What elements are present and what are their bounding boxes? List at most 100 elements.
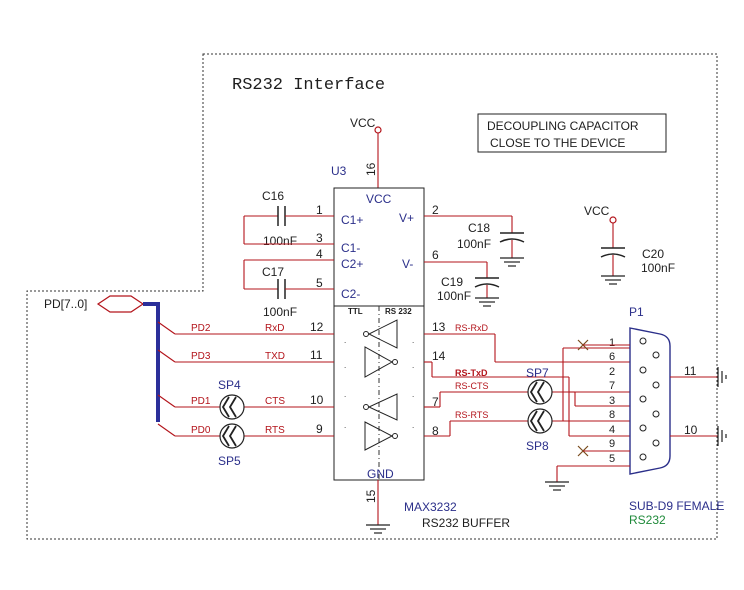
rs-rts-label: RS-RTS [455, 410, 488, 420]
u3-vcc-supply: VCC 16 [350, 116, 382, 188]
p1-pin-11: 11 [684, 364, 697, 378]
svg-text:.: . [344, 361, 346, 370]
pin-6-label: 6 [432, 248, 439, 262]
section-boundary [26, 53, 718, 540]
rts-label: RTS [265, 425, 285, 436]
p1-pin-2: 2 [609, 366, 615, 378]
u3-ref: U3 [331, 164, 347, 178]
c19-val: 100nF [437, 289, 471, 303]
pd1-label: PD1 [191, 396, 211, 407]
svg-text:.: . [344, 336, 346, 345]
c19-ref: C19 [441, 275, 463, 289]
c20-ref: C20 [642, 247, 664, 261]
net-rs-rts: RS-RTS 8 [424, 410, 630, 438]
c16-ref: C16 [262, 189, 284, 203]
txd-label: TXD [265, 351, 285, 362]
solder-pad-sp4: SP4 [218, 378, 245, 420]
capacitor-c18: C18 100nF [424, 215, 525, 267]
buffer-rts [364, 421, 398, 451]
pin-11-label: 11 [310, 348, 323, 362]
p1-pin-3: 3 [609, 395, 615, 407]
u3-rs232-label: RS 232 [385, 307, 412, 316]
u3-vcc-pin-label: VCC [366, 192, 392, 206]
net-rs-txd: RS-TxD 14 [424, 349, 630, 437]
vcc-label: VCC [350, 116, 376, 130]
net-rs-rxd: RS-RxD 13 [424, 320, 630, 363]
p1-ref: P1 [629, 305, 644, 319]
pin-5-label: 5 [316, 276, 323, 290]
p1-pin-9: 9 [609, 438, 615, 450]
u3-c1m-label: C1- [341, 241, 360, 255]
decoupling-note: DECOUPLING CAPACITOR CLOSE TO THE DEVICE [477, 113, 667, 153]
c17-val: 100nF [263, 305, 297, 319]
net-pd1-cts: PD1 CTS 10 [157, 393, 334, 408]
u3-vp-label: V+ [399, 211, 414, 225]
sp4-label: SP4 [218, 378, 241, 392]
sp5-label: SP5 [218, 454, 241, 468]
net-cross-cts-rts [562, 347, 630, 421]
pin-4-label: 4 [316, 247, 323, 261]
p1-desc: SUB-D9 FEMALE [629, 499, 724, 513]
pd0-label: PD0 [191, 425, 211, 436]
u3-part: MAX3232 [404, 500, 457, 514]
c18-ref: C18 [468, 221, 490, 235]
pin-13-label: 13 [432, 320, 446, 334]
u3-ttl-label: TTL [348, 307, 363, 316]
pin-3-label: 3 [316, 231, 323, 245]
u3-c1p-label: C1+ [341, 213, 363, 227]
cts-label: CTS [265, 396, 285, 407]
p1-pin-5: 5 [609, 453, 615, 465]
c16-val: 100nF [263, 234, 297, 248]
pin-7-label: 7 [432, 395, 439, 409]
rs-txd-label: RS-TxD [455, 368, 488, 378]
sp8-label: SP8 [526, 439, 549, 453]
capacitor-c17: C17 100nF [243, 259, 334, 319]
u3-gnd-label: GND [367, 467, 394, 481]
svg-text:.: . [412, 390, 414, 399]
p1-pin-10: 10 [684, 423, 698, 437]
pin-14-label: 14 [432, 349, 446, 363]
buffer-cts [363, 393, 398, 421]
note-line-2: CLOSE TO THE DEVICE [490, 136, 625, 150]
svg-text:.: . [412, 421, 414, 430]
svg-text:.: . [344, 390, 346, 399]
u3-vm-label: V- [402, 257, 413, 271]
pin-8-label: 8 [432, 424, 439, 438]
pd2-label: PD2 [191, 323, 211, 334]
c17-ref: C17 [262, 265, 284, 279]
p1-pin-4: 4 [609, 424, 615, 436]
pin-1-label: 1 [316, 203, 323, 217]
capacitor-c19: C19 100nF [424, 261, 500, 307]
pin-12-label: 12 [310, 320, 324, 334]
pd3-label: PD3 [191, 351, 211, 362]
capacitor-c20: VCC C20 100nF [584, 204, 675, 285]
u3-c2p-label: C2+ [341, 257, 363, 271]
p1-pin-6: 6 [609, 351, 615, 363]
p1-pin-1: 1 [609, 337, 615, 349]
p1-pin-7: 7 [609, 380, 615, 392]
u3-c2m-label: C2- [341, 287, 360, 301]
c20-vcc-label: VCC [584, 204, 610, 218]
solder-pad-sp5: SP5 [218, 423, 245, 468]
bus-port: PD[7..0] [44, 295, 160, 422]
u3-desc: RS232 BUFFER [422, 516, 510, 530]
net-pd3-txd: PD3 TXD 11 [157, 348, 334, 363]
p1-sub: RS232 [629, 513, 666, 527]
svg-text:.: . [412, 361, 414, 370]
bus-label: PD[7..0] [44, 297, 87, 311]
pin-15-label: 15 [364, 489, 378, 503]
rxd-label: RxD [265, 323, 284, 334]
sp7-label: SP7 [526, 366, 549, 380]
net-pd0-rts: PD0 RTS 9 [157, 422, 334, 437]
note-line-1: DECOUPLING CAPACITOR [487, 119, 639, 133]
pin-9-label: 9 [316, 422, 323, 436]
pin-16-label: 16 [364, 162, 378, 176]
buffer-txd [364, 346, 398, 378]
capacitor-c16: C16 100nF [243, 189, 334, 248]
pin-10-label: 10 [310, 393, 324, 407]
connector-p1: P1 1 6 2 7 3 8 4 9 5 11 10 [545, 305, 727, 527]
solder-pad-sp7: SP7 [526, 366, 553, 405]
solder-pad-sp8: SP8 [526, 408, 553, 453]
c18-val: 100nF [457, 237, 491, 251]
